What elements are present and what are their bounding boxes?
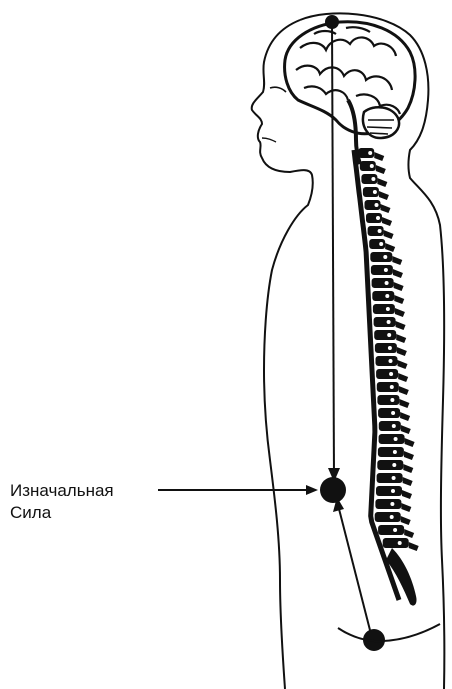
lower-line <box>338 505 372 638</box>
spinous-process <box>376 165 386 174</box>
vertebra <box>377 382 399 392</box>
vertebra-highlight <box>378 229 382 233</box>
vertebra-highlight <box>376 216 380 220</box>
spinous-process <box>409 542 419 551</box>
face-profile <box>252 20 313 689</box>
vertebra <box>370 252 392 262</box>
vertebra <box>377 460 403 470</box>
vertebra <box>379 421 401 431</box>
vertebra-highlight <box>368 151 372 155</box>
vertebra-highlight <box>391 489 395 493</box>
vertebra-highlight <box>393 528 397 532</box>
label-pointer-arrow <box>306 485 318 495</box>
vertebra-highlight <box>390 515 394 519</box>
spinous-process <box>374 152 384 161</box>
spinous-process <box>394 295 404 304</box>
spinous-process <box>404 451 414 460</box>
vertebra-highlight <box>373 190 377 194</box>
spinous-process <box>399 386 409 395</box>
spinous-process <box>404 529 414 538</box>
spinous-process <box>394 282 404 291</box>
spinous-process <box>396 334 406 343</box>
vertebra <box>374 317 396 327</box>
annotation-label-line-1: Изначальная <box>10 481 114 501</box>
spinous-process <box>379 191 389 200</box>
vertebra <box>375 343 397 353</box>
vertebra <box>376 486 402 496</box>
vertebra-highlight <box>392 424 396 428</box>
vertebra-highlight <box>370 164 374 168</box>
mouth-mark <box>262 138 276 142</box>
vertebra-highlight <box>386 307 390 311</box>
vertebra-highlight <box>392 463 396 467</box>
vertebra <box>378 408 400 418</box>
spinous-process <box>399 399 409 408</box>
crown-point <box>325 15 339 29</box>
vertebra <box>373 304 395 314</box>
vertebra-highlight <box>389 359 393 363</box>
vertebra-highlight <box>379 242 383 246</box>
vertebra <box>378 525 404 535</box>
vertebra <box>383 538 409 548</box>
vertebra <box>375 512 401 522</box>
spinous-process <box>398 360 408 369</box>
spinous-process <box>392 256 402 265</box>
vertebra <box>375 499 401 509</box>
eye-mark <box>270 87 286 92</box>
spinous-process <box>403 477 413 486</box>
spinous-process <box>405 438 415 447</box>
spinous-process <box>401 503 411 512</box>
vertebra-highlight <box>388 346 392 350</box>
vertebra-highlight <box>398 541 402 545</box>
vertebra-highlight <box>391 411 395 415</box>
original-force-point <box>320 477 346 503</box>
vertebra-highlight <box>392 476 396 480</box>
spinous-process <box>398 373 408 382</box>
vertebra <box>372 278 394 288</box>
vertebra-highlight <box>384 268 388 272</box>
vertebra-highlight <box>389 372 393 376</box>
spinous-process <box>401 425 411 434</box>
vertebra <box>374 330 396 340</box>
vertebra-highlight <box>393 450 397 454</box>
spinous-process <box>385 243 395 252</box>
vertebra-highlight <box>394 437 398 441</box>
vertebra-highlight <box>371 177 375 181</box>
spinous-process <box>380 204 390 213</box>
spinous-process <box>403 464 413 473</box>
spinous-process <box>397 347 407 356</box>
vertebra-highlight <box>375 203 379 207</box>
vertebra-highlight <box>390 502 394 506</box>
spinous-process <box>395 308 405 317</box>
spinous-process <box>396 321 406 330</box>
vertebra <box>372 291 394 301</box>
vertebra <box>371 265 393 275</box>
spinous-process <box>393 269 403 278</box>
spinous-process <box>384 230 394 239</box>
spinous-process <box>401 516 411 525</box>
vertebra-highlight <box>390 398 394 402</box>
spinous-process <box>400 412 410 421</box>
vertebra-highlight <box>387 333 391 337</box>
vertebra <box>377 473 403 483</box>
spinous-process <box>382 217 392 226</box>
vertebra <box>376 369 398 379</box>
vertebra <box>379 434 405 444</box>
pelvic-curve <box>338 624 440 641</box>
vertebra <box>378 447 404 457</box>
vertebra-highlight <box>390 385 394 389</box>
vertebra <box>376 356 398 366</box>
spinous-process <box>402 490 412 499</box>
spinous-process <box>377 178 387 187</box>
vertebra-highlight <box>383 255 387 259</box>
vertebra-highlight <box>385 281 389 285</box>
spinal-column <box>354 148 419 606</box>
vertebra-highlight <box>387 320 391 324</box>
annotation-label-line-2: Сила <box>10 503 51 523</box>
vertebra <box>377 395 399 405</box>
vertebra-highlight <box>385 294 389 298</box>
